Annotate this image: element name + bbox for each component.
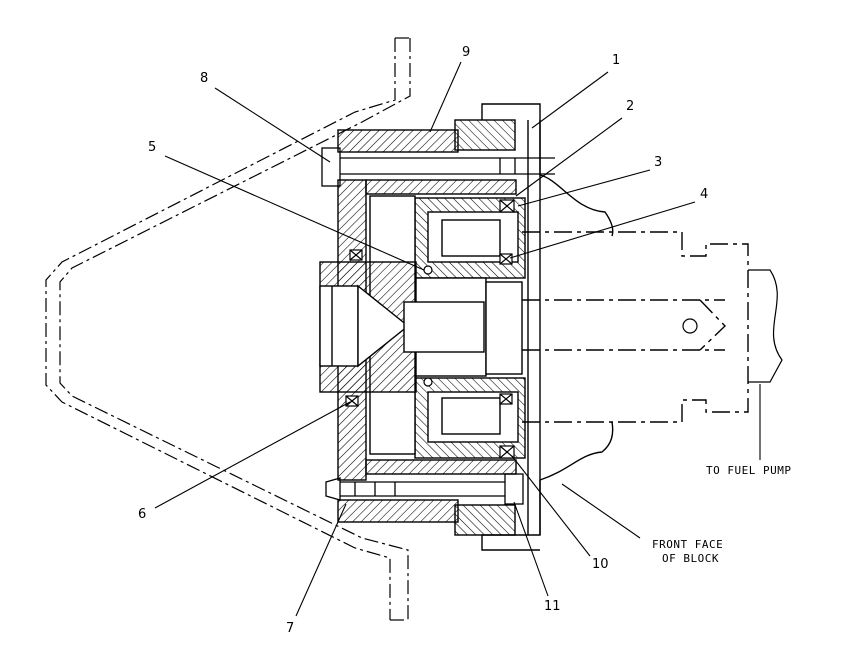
drive-nut [319,261,417,393]
callout-6: 6 [138,507,147,522]
leader-7 [295,503,347,617]
callout-2: 2 [626,99,635,114]
callout-5: 5 [148,140,157,155]
callout-8: 8 [200,71,209,86]
leader-9 [429,61,462,133]
leader-10 [511,455,591,557]
front-face-label-line2: OF BLOCK [662,552,719,565]
leader-front-face [561,483,641,539]
front-face-label-line1: FRONT FACE [652,538,724,551]
callout-1: 1 [612,53,621,68]
leader-8 [214,87,331,163]
fuel-pump-outline [522,231,749,423]
bolt-top [321,147,555,187]
leader-6 [154,401,351,509]
fuel-pump-label: TO FUEL PUMP [706,464,792,477]
leader-3 [517,169,651,207]
leader-4 [509,201,696,259]
callout-9: 9 [462,45,471,60]
callout-4: 4 [700,187,709,202]
housing [337,119,517,536]
callout-3: 3 [654,155,663,170]
callout-10: 10 [592,557,609,572]
bolt-bottom [325,473,524,505]
callout-11: 11 [544,599,561,614]
seal-rings [345,199,515,459]
leader-5 [164,155,425,271]
front-cover-outline [45,37,411,622]
shaft [403,277,523,377]
leader-lines [154,61,761,617]
leader-11 [513,501,549,597]
front-face-of-block [481,103,614,551]
leader-2 [515,117,623,197]
leader-1 [531,71,609,129]
fuel-pump-shaft-pin [682,269,783,383]
callout-7: 7 [286,621,295,636]
